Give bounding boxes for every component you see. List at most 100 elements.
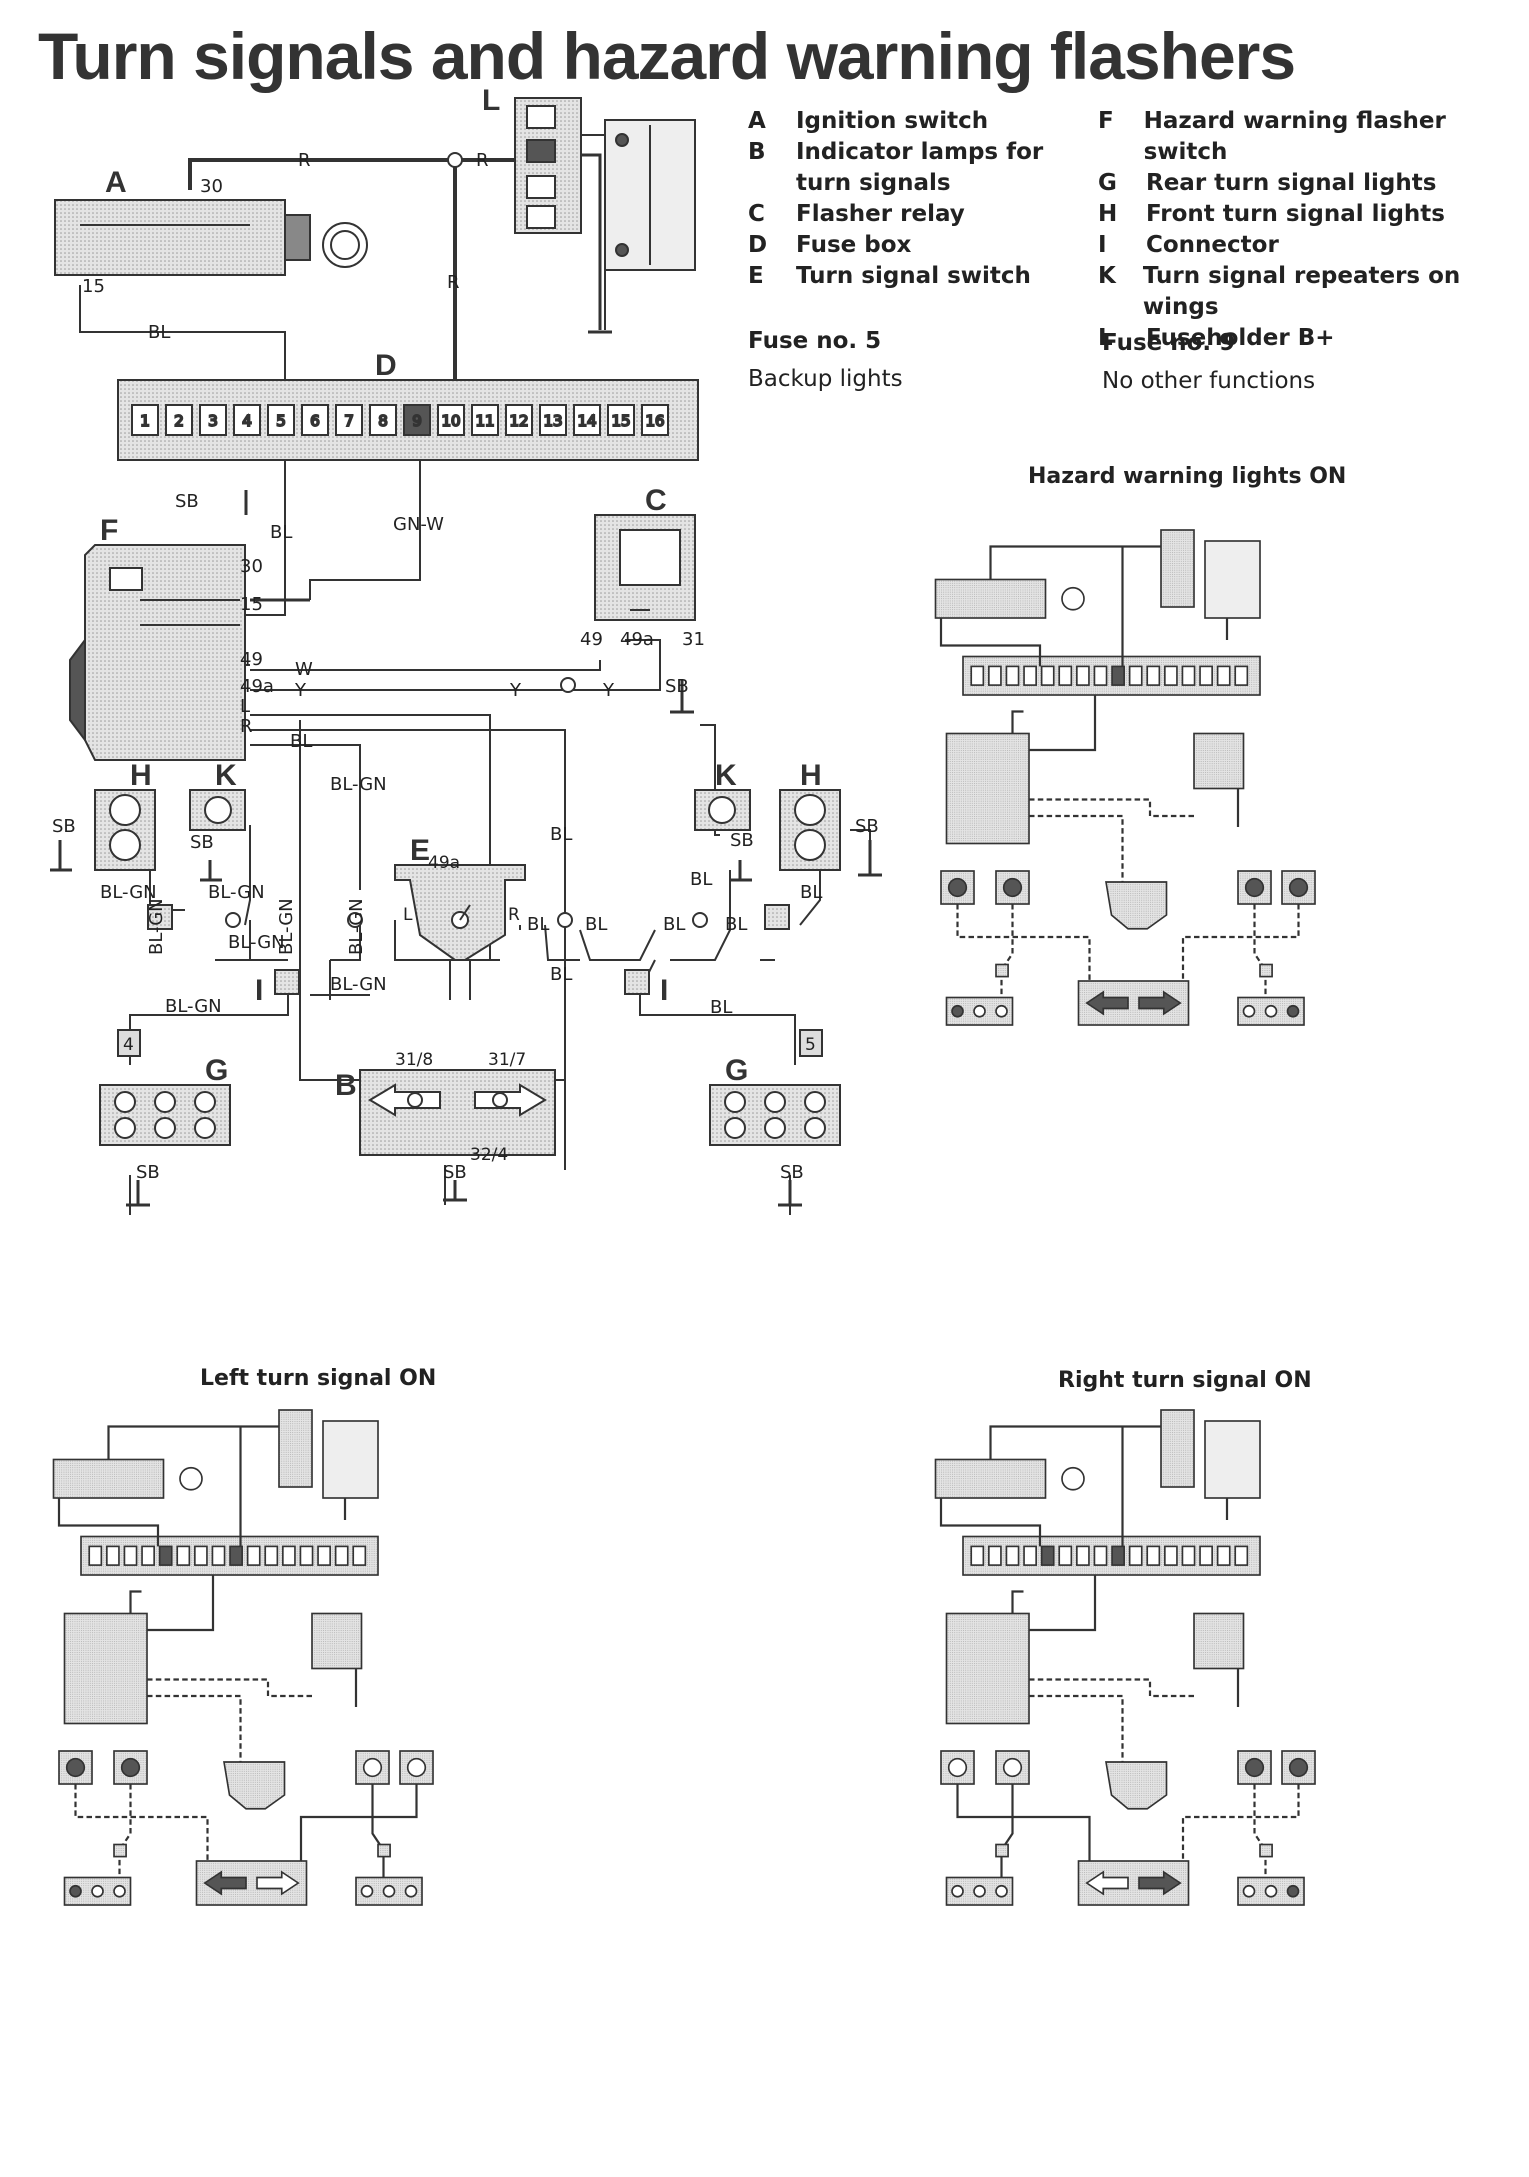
mini-fuse-slot [229,1545,243,1566]
term-31-c: 31 [682,629,705,650]
term-l-e: L [403,905,413,925]
mini-wire [118,1784,132,1878]
lamp-lit-icon [65,1757,86,1778]
term-324: 32/4 [470,1145,508,1165]
wire-bl-2: BL [270,522,292,543]
turn-signal-switch-e [394,864,526,1000]
mini-fuse-slot [1234,1545,1249,1566]
mini-battery [322,1420,379,1499]
caption-left: Left turn signal ON [200,1366,437,1391]
lamp-lit-icon [947,877,968,898]
mini-bulb-icon [995,1884,1008,1898]
lamp-lit-icon [120,1757,141,1778]
term-g5: 5 [805,1035,816,1055]
hazard-switch-f [69,544,246,761]
mini-bulb-icon [995,1004,1008,1018]
label-h-right: H [800,759,822,792]
wire-sb-f: SB [175,491,199,512]
mini-fuse-slot [988,1545,1002,1566]
mini-fuse-slot [1093,1545,1108,1566]
wire-sb-h-left: SB [52,816,76,837]
mini-wire [147,1575,215,1632]
mini-wire [107,1425,280,1460]
wire-blgn-v3: BL-GN [346,898,367,955]
wire-r-1: R [298,150,311,171]
wire-blgn-3: BL-GN [208,882,265,903]
mini-ignition [52,1458,165,1499]
label-d: D [375,349,397,382]
term-49a-e: 49a [428,853,460,873]
fuse-slot [267,404,295,436]
fuse-number: 10 [441,412,460,430]
mini-fuse-slot [123,1545,138,1566]
connector-i-small-right [764,904,790,930]
label-h-left: H [130,759,152,792]
wire-bl-3: BL [290,731,312,752]
wire-sb-c: SB [665,676,689,697]
mini-wire [1000,1784,1014,1878]
wire-bl-11: BL [800,882,822,903]
fuse-number: 1 [140,412,150,430]
mini-fuse-slot [1058,665,1073,686]
label-e: E [410,834,430,867]
mini-fuse-slot [988,665,1002,686]
mini-bulb-icon [1286,1884,1300,1898]
wire-sb-g-right: SB [780,1162,804,1183]
fuse-slot [369,404,397,436]
mini-key-icon [1061,1466,1085,1491]
fuse-slot [539,404,567,436]
mini-fuse-slot [1040,665,1055,686]
mini-fuse-slot [1181,1545,1196,1566]
mini-wire [1029,695,1097,752]
mini-fuse-slot [299,1545,314,1566]
fuse-number: 16 [645,412,664,430]
mini-fuse-slot [1040,1545,1055,1566]
wire-bl-10: BL [690,869,712,890]
mini-bulb-icon [69,1884,82,1898]
mini-fuse-slot [1076,665,1090,686]
mini-wire [956,1784,1091,1862]
label-k-right: K [715,759,737,792]
term-g4: 4 [123,1035,134,1055]
caption-right: Right turn signal ON [1058,1368,1312,1393]
mini-wire [1029,798,1195,818]
mini-fuse-slot [1093,665,1108,686]
label-c: C [645,484,667,517]
arrow-right-icon [1138,990,1182,1016]
mini-bulb-icon [1242,1884,1256,1898]
label-l: L [482,84,500,117]
mini-bulb-icon [951,1004,964,1018]
fuse-number: 9 [412,412,422,430]
repeater-k-left [189,789,246,831]
caption-hazard: Hazard warning lights ON [1028,464,1347,489]
mini-fuse-slot [1146,1545,1161,1566]
arrow-right-icon [1138,1870,1182,1896]
mini-fuse-slot [246,1545,261,1566]
mini-wire [1029,1575,1097,1632]
fuse-number: 7 [344,412,354,430]
mini-bulb-icon [113,1884,126,1898]
mini-fuse-slot [1199,665,1213,686]
mini-wire [74,1784,209,1862]
wire-blgn-v1: BL-GN [146,898,167,955]
mini-turn-switch [223,1761,286,1810]
connector-i-left [274,969,300,995]
label-f: F [100,514,118,547]
mini-wire [1253,904,1267,998]
lamp-off-icon [406,1757,427,1778]
front-light-h-right [779,789,841,871]
wire-sb-g-left: SB [136,1162,160,1183]
wire-bl-7: BL [663,914,685,935]
term-15-a: 15 [82,276,105,297]
mini-fuse-slot [1216,1545,1231,1566]
mini-bulb-icon [1264,1884,1278,1898]
fuse-slot [301,404,329,436]
wire-bl-6: BL [585,914,607,935]
term-318: 31/8 [395,1050,433,1070]
term-15-f: 15 [240,594,263,615]
label-b: B [335,1069,357,1102]
mini-fuse-slot [264,1545,279,1566]
label-g-right: G [725,1054,748,1087]
